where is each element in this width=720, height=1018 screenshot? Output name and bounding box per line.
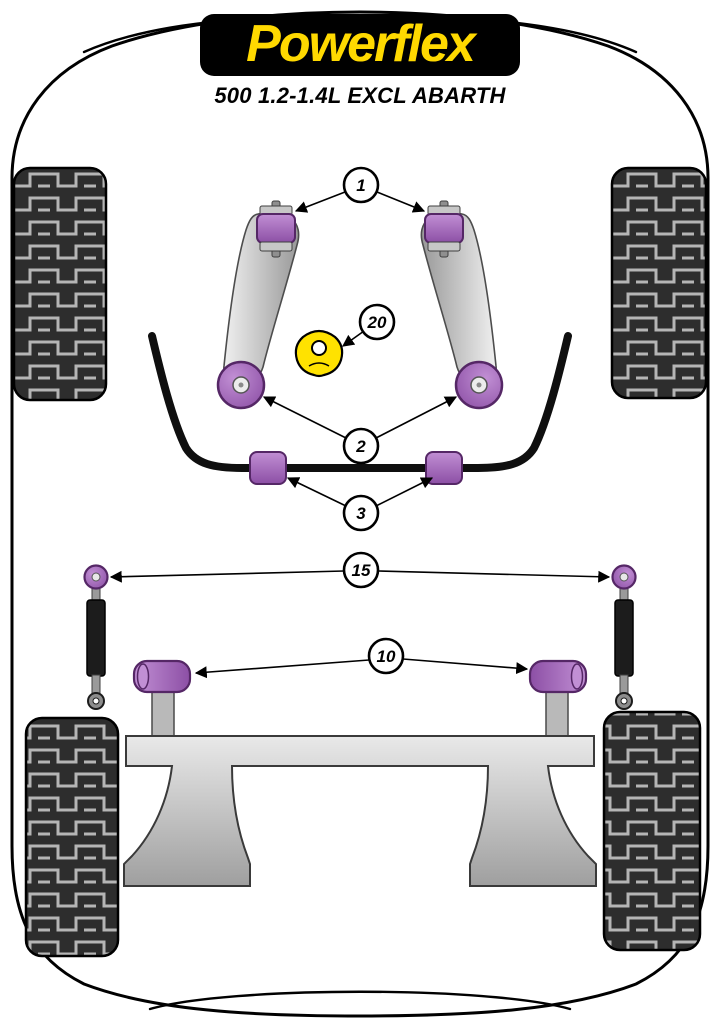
tire-front-right xyxy=(610,166,708,400)
callout-2-label: 2 xyxy=(355,437,366,456)
arrow-1-right xyxy=(376,191,426,213)
tire-rear-right xyxy=(602,710,702,952)
front-arb-bushing-right xyxy=(425,451,463,485)
callout-arrows xyxy=(109,191,611,679)
front-arm-rear-bushing-right xyxy=(454,360,504,410)
callout-15: 15 xyxy=(342,551,380,589)
rear-drop-link-left xyxy=(83,564,109,710)
arrow-3-right xyxy=(375,477,434,507)
arrow-1-left xyxy=(294,191,346,213)
callout-1-label: 1 xyxy=(356,176,365,195)
engine-mount-insert xyxy=(294,329,344,378)
tire-rear-left xyxy=(24,716,120,958)
callout-20: 20 xyxy=(358,303,396,341)
front-arm-rear-bushing-left xyxy=(216,360,266,410)
callout-10: 10 xyxy=(367,637,405,675)
front-suspension xyxy=(148,200,572,485)
callouts: 1 20 2 3 15 10 xyxy=(109,166,611,679)
arrow-20 xyxy=(342,330,365,347)
tire-front-left xyxy=(12,166,108,402)
arrow-15-left xyxy=(109,570,345,583)
callout-3: 3 xyxy=(342,494,380,532)
arrow-2-right xyxy=(375,396,458,439)
arrow-15-right xyxy=(377,570,611,583)
rear-suspension xyxy=(83,564,637,887)
callout-1: 1 xyxy=(342,166,380,204)
callout-2: 2 xyxy=(342,427,380,465)
front-arm-front-bushing-left xyxy=(256,200,296,258)
front-anti-roll-bar xyxy=(148,332,572,472)
rear-bumper-seam xyxy=(148,990,572,1011)
front-arm-front-bushing-right xyxy=(424,200,464,258)
header: Powerflex 500 1.2-1.4L EXCL ABARTH xyxy=(200,14,520,108)
tires xyxy=(12,166,708,958)
model-subtitle: 500 1.2-1.4L EXCL ABARTH xyxy=(214,83,506,108)
arrow-10-left xyxy=(194,659,370,679)
callout-20-label: 20 xyxy=(367,313,387,332)
callout-3-label: 3 xyxy=(356,504,366,523)
arrow-2-left xyxy=(262,396,347,439)
callout-15-label: 15 xyxy=(352,561,371,580)
front-arb-bushing-left xyxy=(249,451,287,485)
callout-10-label: 10 xyxy=(377,647,396,666)
arrow-3-left xyxy=(286,477,347,507)
arrow-10-right xyxy=(402,658,529,675)
brand-plate xyxy=(200,14,520,76)
brand-logo-text: Powerflex xyxy=(246,15,478,73)
rear-beam-axle xyxy=(123,735,597,887)
